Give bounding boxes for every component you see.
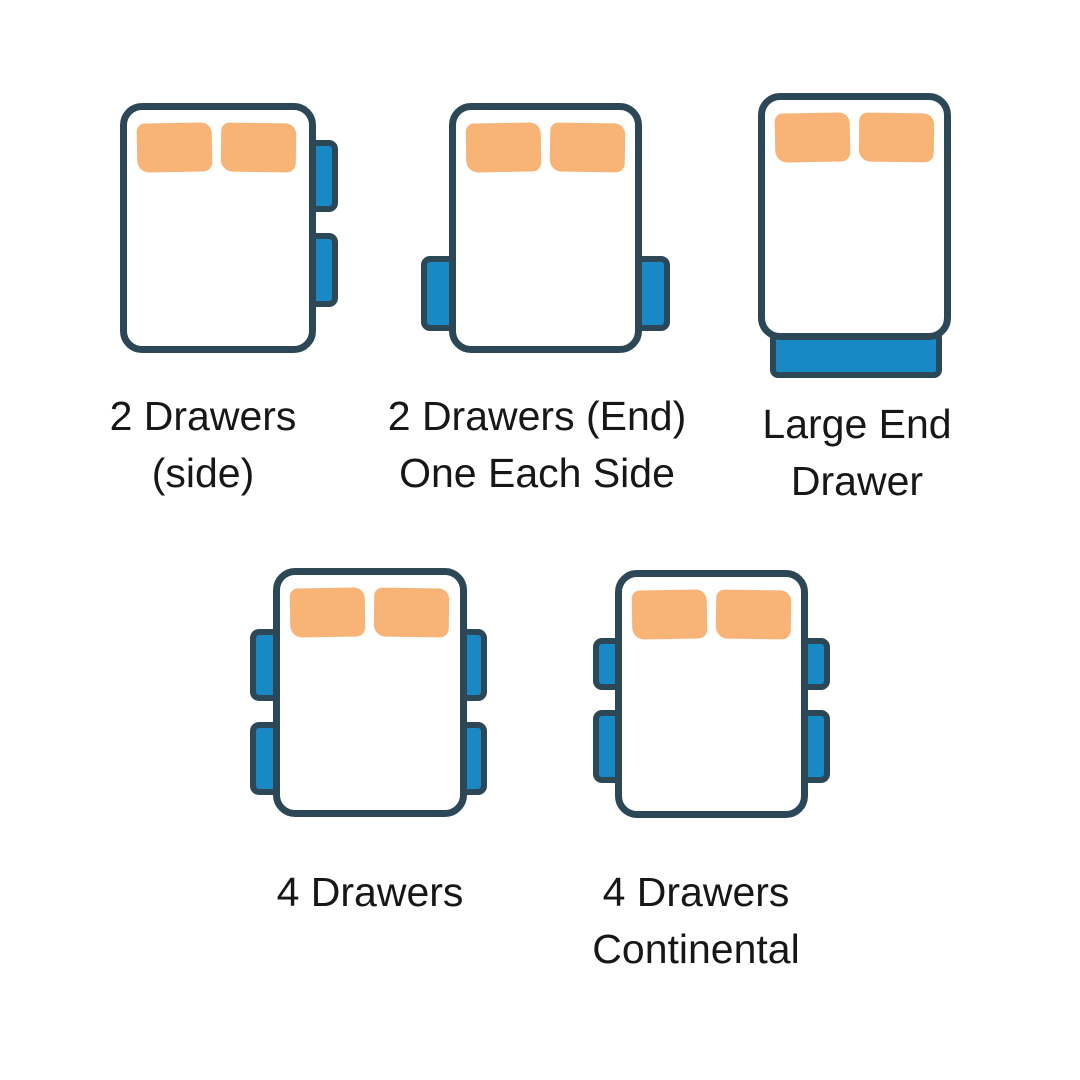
caption-line: 2 Drawers (End) [387,393,687,439]
pillow-icon [289,587,366,638]
pillow-icon [631,589,708,640]
bed-icon [273,568,467,817]
bed-icon [120,103,316,353]
caption-line: 4 Drawers [602,869,790,915]
pillow-icon [136,122,213,173]
caption-line: Continental [592,926,800,972]
caption-line: 2 Drawers [109,393,297,439]
pillow-icon [549,122,626,173]
figure-caption: 2 Drawers (side) [110,388,297,502]
pillow-icon [465,122,542,173]
pillow-icon [715,589,792,640]
bed-icon [449,103,642,353]
pillow-icon [373,587,450,638]
caption-line: Drawer [790,458,924,504]
caption-line: One Each Side [399,450,675,496]
bed-icon [758,93,951,340]
pillow-icon [858,112,935,163]
figure-caption: 2 Drawers (End) One Each Side [388,388,686,502]
pillow-icon [220,122,297,173]
figure-caption: 4 Drawers [277,864,464,921]
pillow-icon [774,112,851,163]
caption-line: 4 Drawers [276,869,464,915]
caption-line: (side) [151,450,255,496]
caption-line: Large End [762,401,952,447]
bed-icon [615,570,808,818]
